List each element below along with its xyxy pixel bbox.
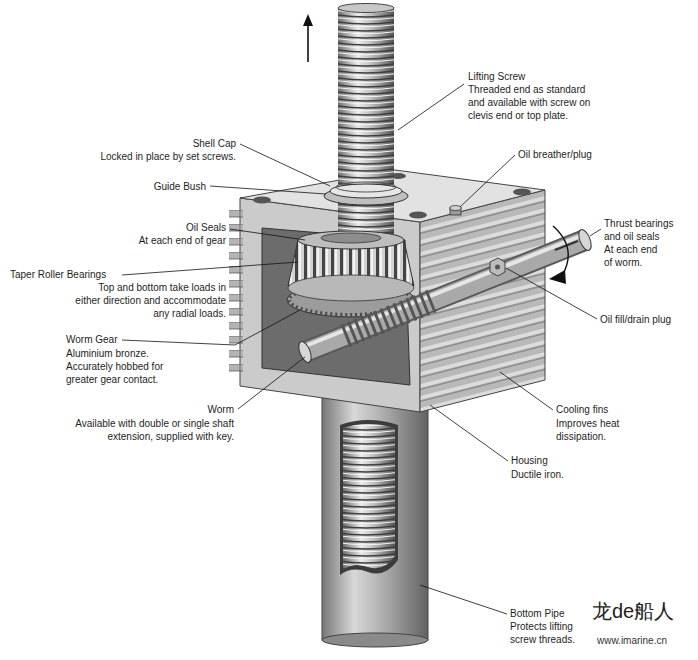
worm-shaft xyxy=(296,228,594,364)
part-note: At each end of worm. xyxy=(604,243,666,269)
part-name: Guide Bush xyxy=(100,180,206,193)
part-name: Oil fill/drain plug xyxy=(600,313,694,326)
part-name: Housing xyxy=(511,454,611,467)
part-name: Cooling fins xyxy=(556,403,656,416)
lifting-screw xyxy=(324,4,408,241)
part-note: Protects lifting screw threads. xyxy=(510,620,590,646)
part-name: Shell Cap xyxy=(70,137,236,150)
lift-arrow xyxy=(303,14,313,62)
part-note: Threaded end as standard and available w… xyxy=(468,83,600,122)
part-name: Thrust bearings and oil seals xyxy=(604,217,686,243)
part-name: Worm xyxy=(84,403,234,416)
part-note: Locked in place by set screws. xyxy=(70,150,236,163)
watermark: 龙de船人 xyxy=(592,598,694,624)
part-name: Oil Seals xyxy=(110,221,226,234)
leader-lines xyxy=(122,84,601,614)
part-note: Ductile iron. xyxy=(511,468,611,481)
part-note: Aluminium bronze. Accurately hobbed for … xyxy=(66,347,176,386)
part-note: Available with double or single shaft ex… xyxy=(62,417,234,443)
part-note: Improves heat dissipation. xyxy=(556,417,628,443)
oil-plugs xyxy=(450,206,506,277)
part-name: Taper Roller Bearings xyxy=(10,268,120,281)
rotation-arrow xyxy=(549,226,568,284)
part-name: Lifting Screw xyxy=(468,70,618,83)
watermark: www.imarine.cn xyxy=(597,634,693,647)
part-name: Bottom Pipe xyxy=(510,607,590,620)
part-name: Oil breather/plug xyxy=(518,148,638,161)
part-note: Top and bottom take loads in either dire… xyxy=(74,281,226,320)
part-note: At each end of gear xyxy=(110,234,226,247)
part-name: Worm Gear xyxy=(66,333,120,346)
bottom-pipe xyxy=(322,390,428,647)
